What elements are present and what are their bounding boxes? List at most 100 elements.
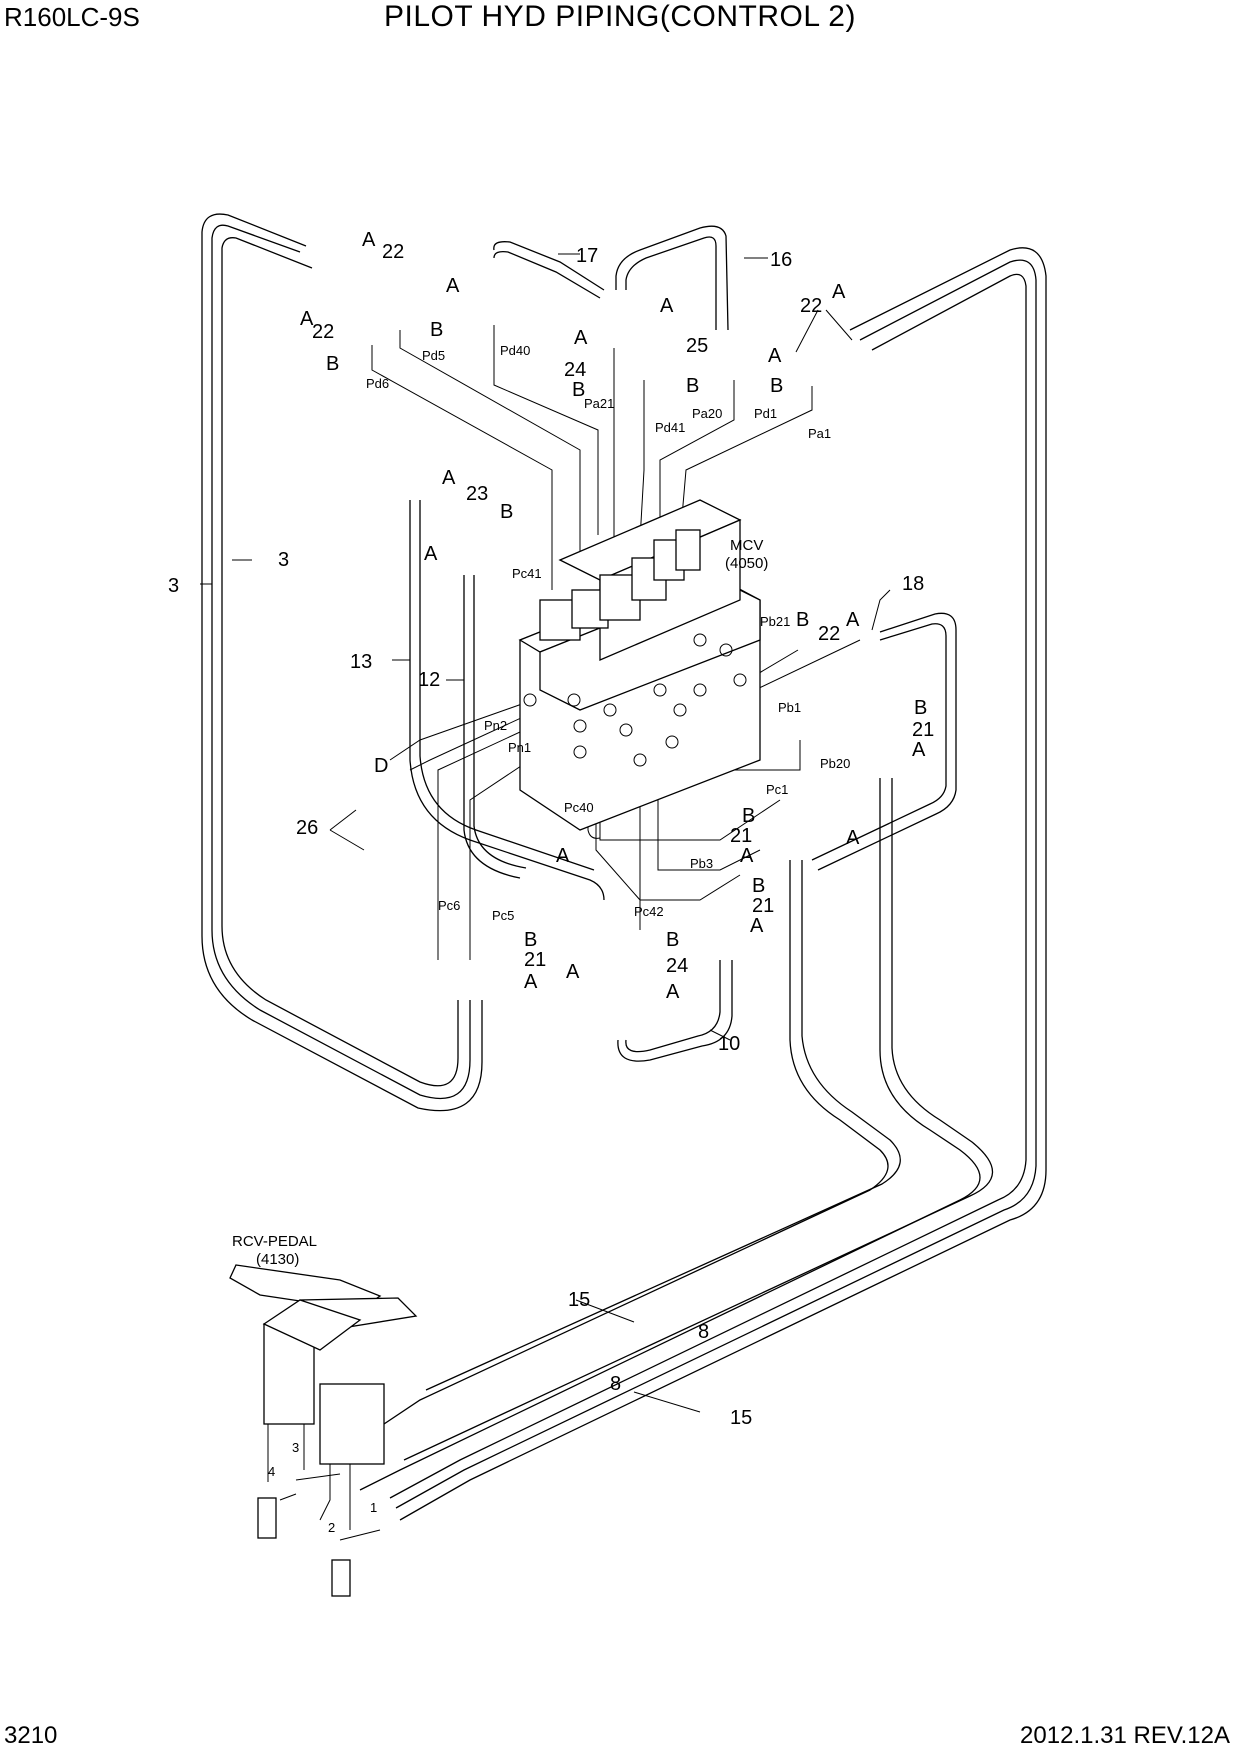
port-pb1: Pb1 xyxy=(778,700,801,715)
callout-b: B xyxy=(500,501,513,523)
hose-15-right-loop xyxy=(389,247,1047,1521)
mcv-ports xyxy=(523,633,747,767)
callout-21: 21 xyxy=(752,895,774,917)
callout-a: A xyxy=(750,915,764,937)
callout-a: A xyxy=(524,971,538,993)
callout-a: A xyxy=(740,845,754,867)
callout-16: 16 xyxy=(770,249,792,271)
callout-a: A xyxy=(768,345,782,367)
callout-a: A xyxy=(362,229,376,251)
callout-a: A xyxy=(556,845,570,867)
port-pc40: Pc40 xyxy=(564,800,594,815)
port-pd5: Pd5 xyxy=(422,348,445,363)
port-pc5: Pc5 xyxy=(492,908,514,923)
callout-15: 15 xyxy=(730,1407,752,1429)
callout-23: 23 xyxy=(466,483,488,505)
callout-b: B xyxy=(770,375,783,397)
callout-25: 25 xyxy=(686,335,708,357)
callout-a: A xyxy=(300,308,314,330)
hose-3-left-loop xyxy=(201,213,483,1112)
port-pc6: Pc6 xyxy=(438,898,460,913)
callout-a: A xyxy=(566,961,580,983)
callout-b: B xyxy=(430,319,443,341)
callout-22: 22 xyxy=(382,241,404,263)
mcv-label: MCV xyxy=(730,537,763,554)
callout-a: A xyxy=(442,467,456,489)
hose-8-right xyxy=(359,778,994,1491)
hose-12-13 xyxy=(409,500,605,901)
rcv-pedal xyxy=(229,1264,418,1597)
callout-a: A xyxy=(574,327,588,349)
callout-24: 24 xyxy=(564,359,586,381)
callout-21: 21 xyxy=(912,719,934,741)
port-pb21: Pb21 xyxy=(760,614,790,629)
page-title: PILOT HYD PIPING(CONTROL 2) xyxy=(384,0,856,33)
callout-17: 17 xyxy=(576,245,598,267)
port-pb3: Pb3 xyxy=(690,856,713,871)
rcv-pedal-code: (4130) xyxy=(256,1251,299,1268)
callout-22: 22 xyxy=(312,321,334,343)
port-pn2: Pn2 xyxy=(484,718,507,733)
callout-b: B xyxy=(524,929,537,951)
callout-a: A xyxy=(832,281,846,303)
mcv-code: (4050) xyxy=(725,555,768,572)
callout-3-right: 3 xyxy=(278,549,289,571)
port-pa21: Pa21 xyxy=(584,396,614,411)
port-pc42: Pc42 xyxy=(634,904,664,919)
callout-13: 13 xyxy=(350,651,372,673)
callout-a: A xyxy=(846,609,860,631)
pipe-16 xyxy=(615,225,729,331)
mcv-block xyxy=(518,499,761,831)
callout-21: 21 xyxy=(730,825,752,847)
port-pn1: Pn1 xyxy=(508,740,531,755)
rcv-port-3: 3 xyxy=(292,1440,299,1455)
port-pa1: Pa1 xyxy=(808,426,831,441)
rcv-port-2: 2 xyxy=(328,1520,335,1535)
rcv-port-1: 1 xyxy=(370,1500,377,1515)
revision-date: 2012.1.31 REV.12A xyxy=(1020,1722,1230,1749)
port-pd1: Pd1 xyxy=(754,406,777,421)
port-pd40: Pd40 xyxy=(500,343,530,358)
callout-d: D xyxy=(374,755,388,777)
callout-26: 26 xyxy=(296,817,318,839)
callout-b: B xyxy=(686,375,699,397)
callout-a: A xyxy=(912,739,926,761)
callout-12: 12 xyxy=(418,669,440,691)
callout-b: B xyxy=(742,805,755,827)
hose-18 xyxy=(811,612,957,871)
model-number: R160LC-9S xyxy=(4,2,140,32)
port-pd41: Pd41 xyxy=(655,420,685,435)
port-pc41: Pc41 xyxy=(512,566,542,581)
callout-a: A xyxy=(660,295,674,317)
callout-3-left: 3 xyxy=(168,575,179,597)
callout-a: A xyxy=(446,275,460,297)
port-pa20: Pa20 xyxy=(692,406,722,421)
callout-b: B xyxy=(752,875,765,897)
callout-22: 22 xyxy=(800,295,822,317)
callout-leaders xyxy=(200,253,891,1413)
callout-21: 21 xyxy=(524,949,546,971)
rcv-port-4: 4 xyxy=(268,1464,275,1479)
hose-10 xyxy=(617,960,733,1062)
rcv-pedal-label: RCV-PEDAL xyxy=(232,1233,317,1250)
callout-b: B xyxy=(796,609,809,631)
callout-18: 18 xyxy=(902,573,924,595)
callout-10: 10 xyxy=(718,1033,740,1055)
port-pd6: Pd6 xyxy=(366,376,389,391)
callout-15: 15 xyxy=(568,1289,590,1311)
callout-b: B xyxy=(326,353,339,375)
callout-8: 8 xyxy=(610,1373,621,1395)
page-number: 3210 xyxy=(4,1722,58,1749)
callout-b: B xyxy=(914,697,927,719)
pipe-17 xyxy=(493,241,605,299)
callout-24: 24 xyxy=(666,955,688,977)
callout-a: A xyxy=(666,981,680,1003)
callout-a: A xyxy=(424,543,438,565)
callout-22: 22 xyxy=(818,623,840,645)
callout-b: B xyxy=(666,929,679,951)
callout-b: B xyxy=(572,379,585,401)
port-pc1: Pc1 xyxy=(766,782,788,797)
callout-8: 8 xyxy=(698,1321,709,1343)
callout-a: A xyxy=(846,827,860,849)
